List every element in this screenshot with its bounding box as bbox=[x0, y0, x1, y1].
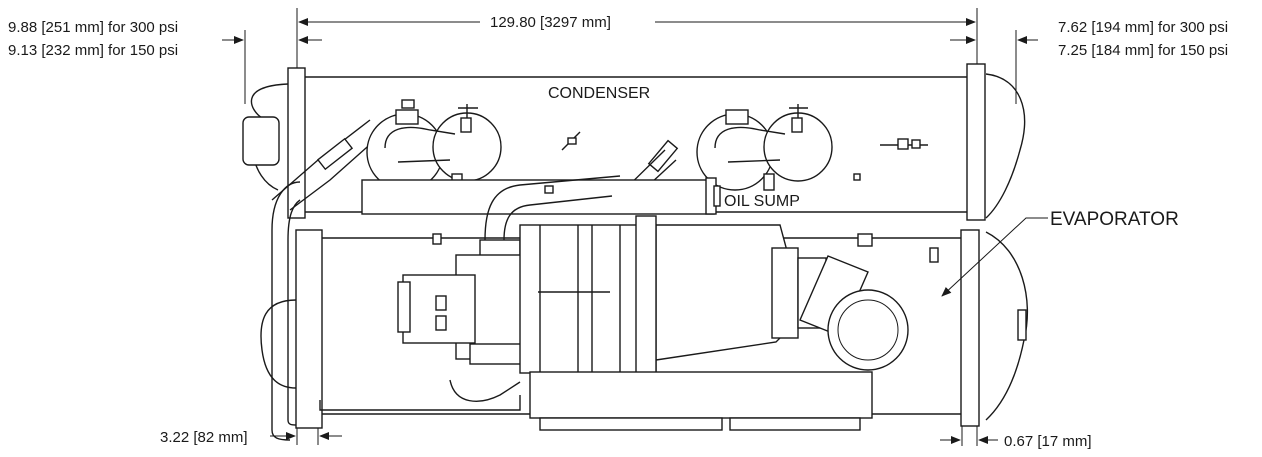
condenser-shell bbox=[242, 63, 1026, 221]
dimension-left-top-300: 9.88 [251 mm] for 300 psi bbox=[8, 19, 178, 36]
condenser-fittings bbox=[401, 99, 928, 151]
oil-sump bbox=[361, 173, 861, 215]
evaporator-label: EVAPORATOR bbox=[1050, 209, 1179, 230]
oil-sump-label: OIL SUMP bbox=[724, 193, 800, 210]
suction-pipe bbox=[319, 175, 621, 411]
discharge-assembly-right bbox=[611, 104, 833, 209]
condenser-label: CONDENSER bbox=[548, 85, 650, 102]
dimension-lines bbox=[222, 18, 1038, 444]
suction-elbow bbox=[799, 255, 909, 371]
dimension-overall-length: 129.80 [3297 mm] bbox=[490, 14, 611, 31]
dimension-right-bottom: 0.67 [17 mm] bbox=[1004, 433, 1092, 450]
dimension-left-top-150: 9.13 [232 mm] for 150 psi bbox=[8, 42, 178, 59]
compressor-motor bbox=[397, 215, 939, 431]
discharge-assembly-left bbox=[366, 104, 502, 191]
evaporator-leader bbox=[941, 217, 1048, 297]
left-pipe-loop bbox=[271, 119, 376, 441]
dimension-right-top-150: 7.25 [184 mm] for 150 psi bbox=[1058, 42, 1228, 59]
dimension-right-top-300: 7.62 [194 mm] for 300 psi bbox=[1058, 19, 1228, 36]
dimension-left-bottom: 3.22 [82 mm] bbox=[160, 429, 248, 446]
